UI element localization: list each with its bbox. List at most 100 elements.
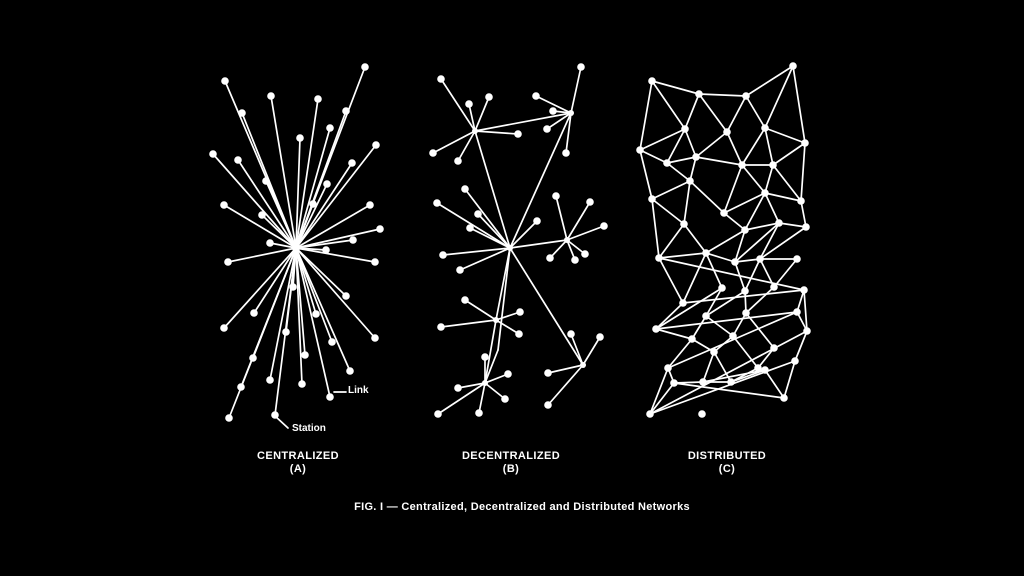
distributed-link <box>744 192 766 231</box>
distributed-station <box>718 284 726 292</box>
centralized-station <box>314 95 322 103</box>
distributed-link <box>695 156 743 166</box>
centralized-station <box>238 109 246 117</box>
distributed-link <box>649 367 669 415</box>
centralized-station <box>266 239 274 247</box>
distributed-link <box>730 369 766 383</box>
label-pointers <box>274 391 347 429</box>
decentralized-trunk-link <box>495 247 511 321</box>
distributed-link <box>705 229 746 254</box>
distributed-station <box>695 90 703 98</box>
decentralized-station <box>481 353 489 361</box>
decentralized-title: DECENTRALIZED <box>461 450 561 462</box>
distributed-link <box>800 142 806 202</box>
centralized-link <box>295 162 353 249</box>
distributed-link <box>689 180 725 214</box>
decentralized-link <box>547 364 584 374</box>
distributed-station <box>648 195 656 203</box>
decentralized-station <box>475 409 483 417</box>
distributed-station <box>738 161 746 169</box>
decentralized-link <box>495 311 521 321</box>
distributed-link <box>682 289 805 304</box>
centralized-station <box>267 92 275 100</box>
centralized-station <box>289 283 297 291</box>
centralized-station <box>349 236 357 244</box>
distributed-link <box>705 252 736 263</box>
decentralized-station <box>544 401 552 409</box>
distributed-link <box>732 312 747 337</box>
decentralized-station <box>437 75 445 83</box>
decentralized-station <box>439 251 447 259</box>
distributed-link <box>639 149 668 164</box>
distributed-station <box>769 161 777 169</box>
distributed-station <box>780 394 788 402</box>
centralized-link <box>269 242 297 249</box>
distributed-station <box>681 125 689 133</box>
distributed-link <box>723 212 746 231</box>
distributed-link <box>639 80 653 151</box>
decentralized-station <box>546 254 554 262</box>
centralized-link <box>295 127 331 249</box>
centralized-station <box>361 63 369 71</box>
centralized-station <box>346 367 354 375</box>
centralized-station <box>371 334 379 342</box>
distributed-link <box>713 335 734 353</box>
decentralized-station <box>543 125 551 133</box>
centralized-station <box>237 383 245 391</box>
decentralized-link <box>464 188 511 249</box>
centralized-link <box>295 228 381 249</box>
distributed-station <box>741 287 749 295</box>
decentralized-station <box>434 410 442 418</box>
distributed-link <box>773 258 798 288</box>
decentralized-station <box>514 130 522 138</box>
decentralized-trunk-link <box>474 112 572 132</box>
decentralized-link <box>457 382 486 389</box>
centralized-station <box>342 292 350 300</box>
distributed-station <box>702 249 710 257</box>
decentralized-link <box>464 299 497 321</box>
distributed-station <box>761 366 769 374</box>
centralized-station <box>249 354 257 362</box>
distributed-link <box>658 257 684 304</box>
distributed-link <box>764 369 785 399</box>
centralized-station <box>250 309 258 317</box>
distributed-station <box>791 357 799 365</box>
decentralized-trunk-link <box>509 112 572 249</box>
distributed-link <box>691 338 715 353</box>
distributed-link <box>649 382 675 415</box>
decentralized-link <box>437 382 486 415</box>
decentralized-station <box>465 100 473 108</box>
station-pointer <box>274 415 289 429</box>
distributed-link <box>745 286 775 314</box>
distributed-link <box>667 338 693 369</box>
distributed-link <box>759 226 807 260</box>
distributed-link <box>792 65 806 144</box>
centralized-link <box>223 247 297 329</box>
distributed-link <box>702 351 715 383</box>
distributed-station <box>702 312 710 320</box>
centralized-link <box>295 247 303 385</box>
centralized-network <box>209 63 384 422</box>
distributed-link <box>726 131 743 166</box>
decentralized-hub <box>564 237 570 243</box>
centralized-link <box>227 247 297 263</box>
distributed-link <box>698 93 728 133</box>
distributed-link <box>734 229 746 263</box>
distributed-link <box>726 95 747 133</box>
decentralized-station <box>454 384 462 392</box>
decentralized-station <box>461 185 469 193</box>
decentralized-link <box>440 78 476 132</box>
distributed-link <box>651 80 686 130</box>
decentralized-station <box>586 198 594 206</box>
distributed-link <box>705 290 746 317</box>
distributed-link <box>734 258 761 263</box>
centralized-station <box>348 159 356 167</box>
distributed-station <box>723 128 731 136</box>
distributed-station <box>729 332 737 340</box>
distributed-link <box>655 328 693 340</box>
distributed-link <box>658 223 685 259</box>
decentralized-station <box>454 157 462 165</box>
distributed-link <box>683 223 707 254</box>
distributed-link <box>783 360 796 399</box>
